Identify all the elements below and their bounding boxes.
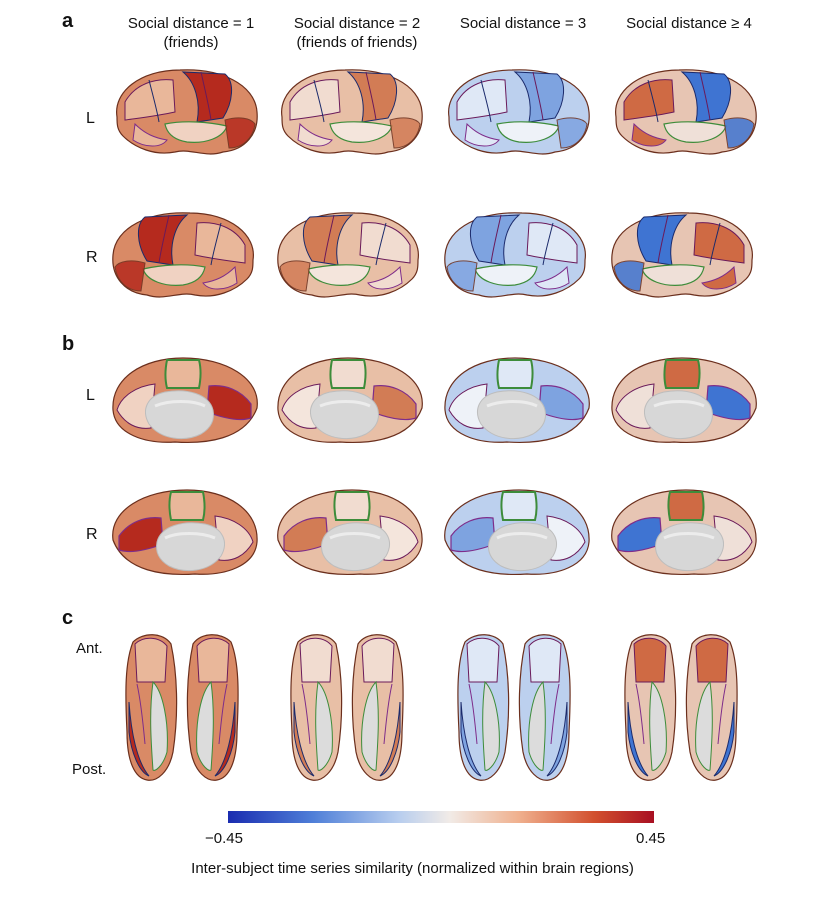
column-header-3: Social distance = 3 (438, 14, 608, 33)
panel-letter-b: b (62, 333, 75, 355)
row-label-b-left: L (86, 387, 95, 404)
brain-lateral-right-col2 (277, 212, 419, 298)
brain-medial-left-col4 (611, 357, 757, 443)
view-label-posterior: Post. (72, 761, 107, 778)
brain-lateral-left-col4 (615, 69, 757, 155)
brain-lateral-right-col3 (444, 212, 586, 298)
panel-letter-c: c (62, 607, 74, 629)
brain-lateral-right-col1 (112, 212, 254, 298)
brain-ventral-col4 (624, 634, 738, 781)
brain-medial-left-col2 (277, 357, 423, 443)
column-header-1: Social distance = 1 (friends) (106, 14, 276, 52)
brain-ventral-col3 (457, 634, 571, 781)
column-header-2: Social distance = 2 (friends of friends) (272, 14, 442, 52)
column-header-1-line2: (friends) (163, 34, 219, 51)
brain-ventral-col2 (290, 634, 404, 781)
brain-medial-right-col3 (444, 489, 590, 575)
row-label-a-right: R (86, 249, 98, 266)
brain-lateral-left-col1 (116, 69, 258, 155)
colorbar (228, 811, 654, 823)
brain-medial-right-col2 (277, 489, 423, 575)
brain-medial-left-col1 (112, 357, 258, 443)
colorbar-title: Inter-subject time series similarity (no… (191, 860, 634, 877)
column-header-2-line2: (friends of friends) (296, 34, 418, 51)
column-header-3-line1: Social distance = 3 (459, 15, 587, 32)
brain-lateral-right-col4 (611, 212, 753, 298)
brain-medial-right-col4 (611, 489, 757, 575)
row-label-a-left: L (86, 110, 95, 127)
column-header-2-line1: Social distance = 2 (293, 15, 421, 32)
colorbar-max-label: 0.45 (636, 830, 666, 847)
brain-lateral-left-col2 (281, 69, 423, 155)
panel-letter-a: a (62, 10, 74, 32)
column-header-4-line1: Social distance ≥ 4 (626, 15, 752, 32)
brain-medial-left-col3 (444, 357, 590, 443)
view-label-anterior: Ant. (76, 640, 103, 657)
column-header-4: Social distance ≥ 4 (604, 14, 774, 33)
colorbar-min-label: −0.45 (205, 830, 243, 847)
brain-ventral-col1 (125, 634, 239, 781)
brain-lateral-left-col3 (448, 69, 590, 155)
brain-medial-right-col1 (112, 489, 258, 575)
row-label-b-right: R (86, 526, 98, 543)
column-header-1-line1: Social distance = 1 (127, 15, 255, 32)
